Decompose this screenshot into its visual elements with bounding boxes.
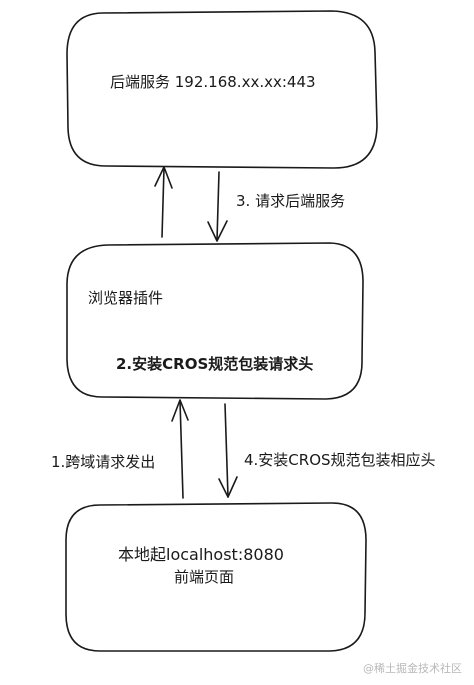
plugin-box — [66, 242, 364, 400]
backend-box — [66, 10, 378, 169]
frontend-box — [65, 502, 367, 652]
arrow-up-to-plugin — [171, 399, 189, 499]
frontend-label: 本地起localhost:8080 — [118, 545, 284, 564]
backend-label: 后端服务 192.168.xx.xx:443 — [110, 73, 316, 91]
step3-label: 3. 请求后端服务 — [236, 192, 346, 210]
plugin-label: 浏览器插件 — [88, 289, 164, 307]
cors-wrap-label: 2.安装CROS规范包装请求头 — [116, 355, 314, 373]
frontend-sublabel: 前端页面 — [174, 568, 235, 586]
watermark: @稀土掘金技术社区 — [363, 661, 462, 675]
arrow-down-to-plugin — [207, 171, 228, 242]
arrow-up-to-backend — [154, 166, 173, 238]
step4-label: 4.安装CROS规范包装相应头 — [244, 451, 436, 469]
step1-label: 1.跨域请求发出 — [51, 453, 156, 471]
arrow-down-to-frontend — [218, 403, 238, 498]
